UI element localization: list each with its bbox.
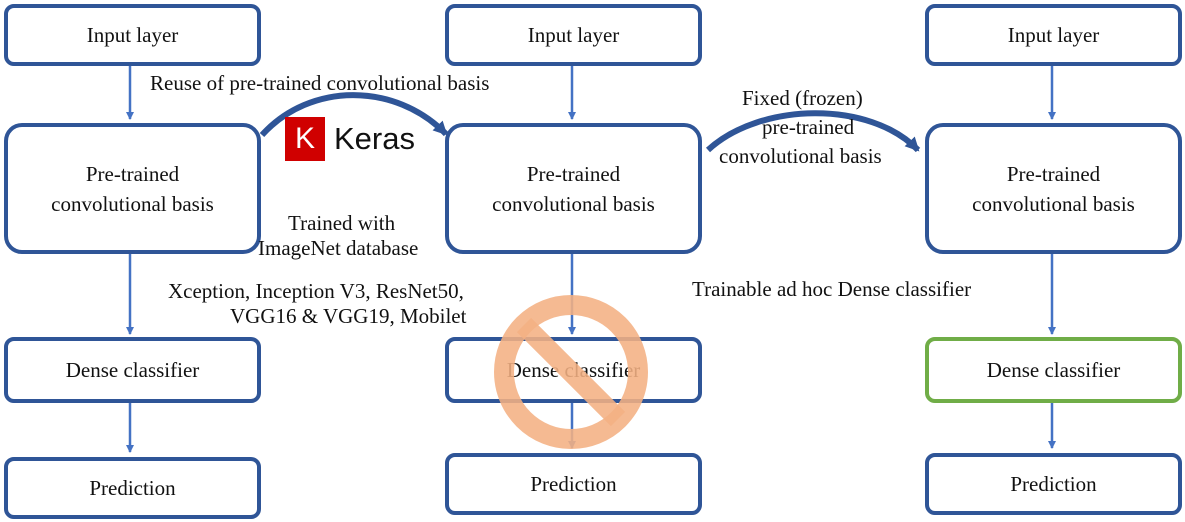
c2-prediction-box: Prediction (445, 453, 702, 515)
c1-dense-classifier-label: Dense classifier (65, 358, 200, 382)
reuse-curved-arrow (259, 92, 449, 138)
c3-prediction-label: Prediction (1010, 472, 1097, 496)
keras-wordmark: Keras (334, 121, 415, 156)
c3-input-layer-box: Input layer (925, 4, 1182, 66)
keras-logo-icon: K Keras (285, 117, 415, 161)
c3-input-layer-label: Input layer (1007, 23, 1100, 47)
reuse-annotation: Reuse of pre-trained convolutional basis (150, 71, 490, 95)
trained-with-line2: ImageNet database (258, 236, 419, 260)
c1-input-layer-label: Input layer (86, 23, 179, 47)
keras-k-mark: K (285, 117, 325, 161)
c1-input-layer-box: Input layer (4, 4, 261, 66)
c2-input-layer-box: Input layer (445, 4, 702, 66)
c1-pretrained-base-box: Pre-trained convolutional basis (4, 123, 261, 254)
models-line2: VGG16 & VGG19, Mobilet (230, 304, 467, 328)
c3-dense-classifier-label: Dense classifier (986, 358, 1121, 382)
frozen-curved-arrow (705, 110, 921, 153)
frozen-line3: convolutional basis (719, 144, 882, 168)
trainable-annotation: Trainable ad hoc Dense classifier (692, 277, 972, 301)
trained-with-line1: Trained with (288, 211, 396, 235)
c2-prediction-label: Prediction (530, 472, 617, 496)
c1-prediction-box: Prediction (4, 457, 261, 519)
c3-pretrained-base-box: Pre-trained convolutional basis (925, 123, 1182, 254)
frozen-line1: Fixed (frozen) (742, 86, 863, 110)
models-line1: Xception, Inception V3, ResNet50, (168, 279, 464, 303)
c2-pretrained-base-box: Pre-trained convolutional basis (445, 123, 702, 254)
c1-pretrained-base-label: Pre-trained convolutional basis (51, 161, 214, 216)
c3-pretrained-base-label: Pre-trained convolutional basis (972, 161, 1135, 216)
c3-prediction-box: Prediction (925, 453, 1182, 515)
c2-input-layer-label: Input layer (527, 23, 620, 47)
c3-dense-classifier-box: Dense classifier (925, 337, 1182, 403)
c2-dense-classifier-box: Dense classifier (445, 337, 702, 403)
c1-prediction-label: Prediction (89, 476, 176, 500)
frozen-line2: pre-trained (762, 115, 855, 139)
c2-pretrained-base-label: Pre-trained convolutional basis (492, 161, 655, 216)
c1-dense-classifier-box: Dense classifier (4, 337, 261, 403)
